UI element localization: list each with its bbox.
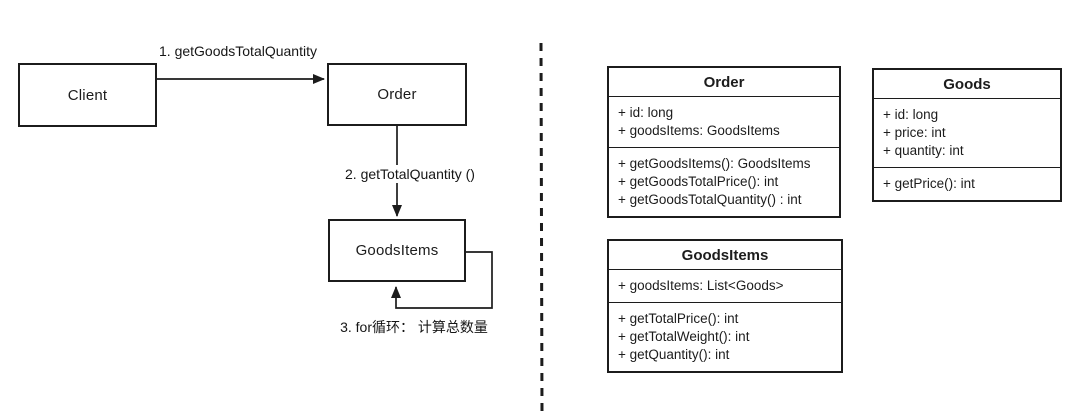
class-attributes-section: + goodsItems: List<Goods> [609, 269, 841, 302]
class-attribute: + id: long [883, 107, 939, 122]
class-methods-section: + getPrice(): int [874, 167, 1060, 200]
class-methods-section: + getGoodsItems(): GoodsItems + getGoods… [609, 147, 839, 216]
class-attribute: + id: long [618, 105, 674, 120]
class-attribute: + goodsItems: List<Goods> [618, 278, 784, 293]
node-client-label: Client [67, 86, 108, 104]
class-method: + getGoodsItems(): GoodsItems [618, 156, 811, 171]
node-goodsitems: GoodsItems [328, 219, 466, 282]
self-loop-arrow [391, 251, 493, 309]
class-attributes-section: + id: long + price: int + quantity: int [874, 98, 1060, 167]
class-method: + getTotalPrice(): int [618, 311, 739, 326]
class-attribute: + quantity: int [883, 143, 964, 158]
class-attributes-section: + id: long + goodsItems: GoodsItems [609, 96, 839, 147]
message2-label: 2. getTotalQuantity () [331, 165, 489, 183]
class-box-order: Order + id: long + goodsItems: GoodsItem… [607, 66, 841, 218]
class-method: + getTotalWeight(): int [618, 329, 750, 344]
class-box-goods: Goods + id: long + price: int + quantity… [872, 68, 1062, 202]
class-box-goodsitems: GoodsItems + goodsItems: List<Goods> + g… [607, 239, 843, 373]
class-title: Order [703, 74, 745, 91]
class-method: + getGoodsTotalQuantity() : int [618, 192, 802, 207]
class-method: + getQuantity(): int [618, 347, 730, 362]
node-goodsitems-label: GoodsItems [355, 242, 439, 259]
class-method: + getPrice(): int [883, 176, 975, 191]
node-order-label: Order [377, 86, 417, 103]
class-title: GoodsItems [681, 247, 769, 264]
node-client: Client [18, 63, 157, 127]
class-method: + getGoodsTotalPrice(): int [618, 174, 779, 189]
class-attribute: + price: int [883, 125, 946, 140]
message3-label: 3. for循环： 计算总数量 [340, 319, 488, 335]
class-attribute: + goodsItems: GoodsItems [618, 123, 780, 138]
class-title: Goods [943, 76, 991, 93]
node-order: Order [327, 63, 467, 126]
divider-dashed-line [539, 42, 544, 415]
message1-label: 1. getGoodsTotalQuantity [159, 43, 317, 59]
class-methods-section: + getTotalPrice(): int + getTotalWeight(… [609, 302, 841, 371]
